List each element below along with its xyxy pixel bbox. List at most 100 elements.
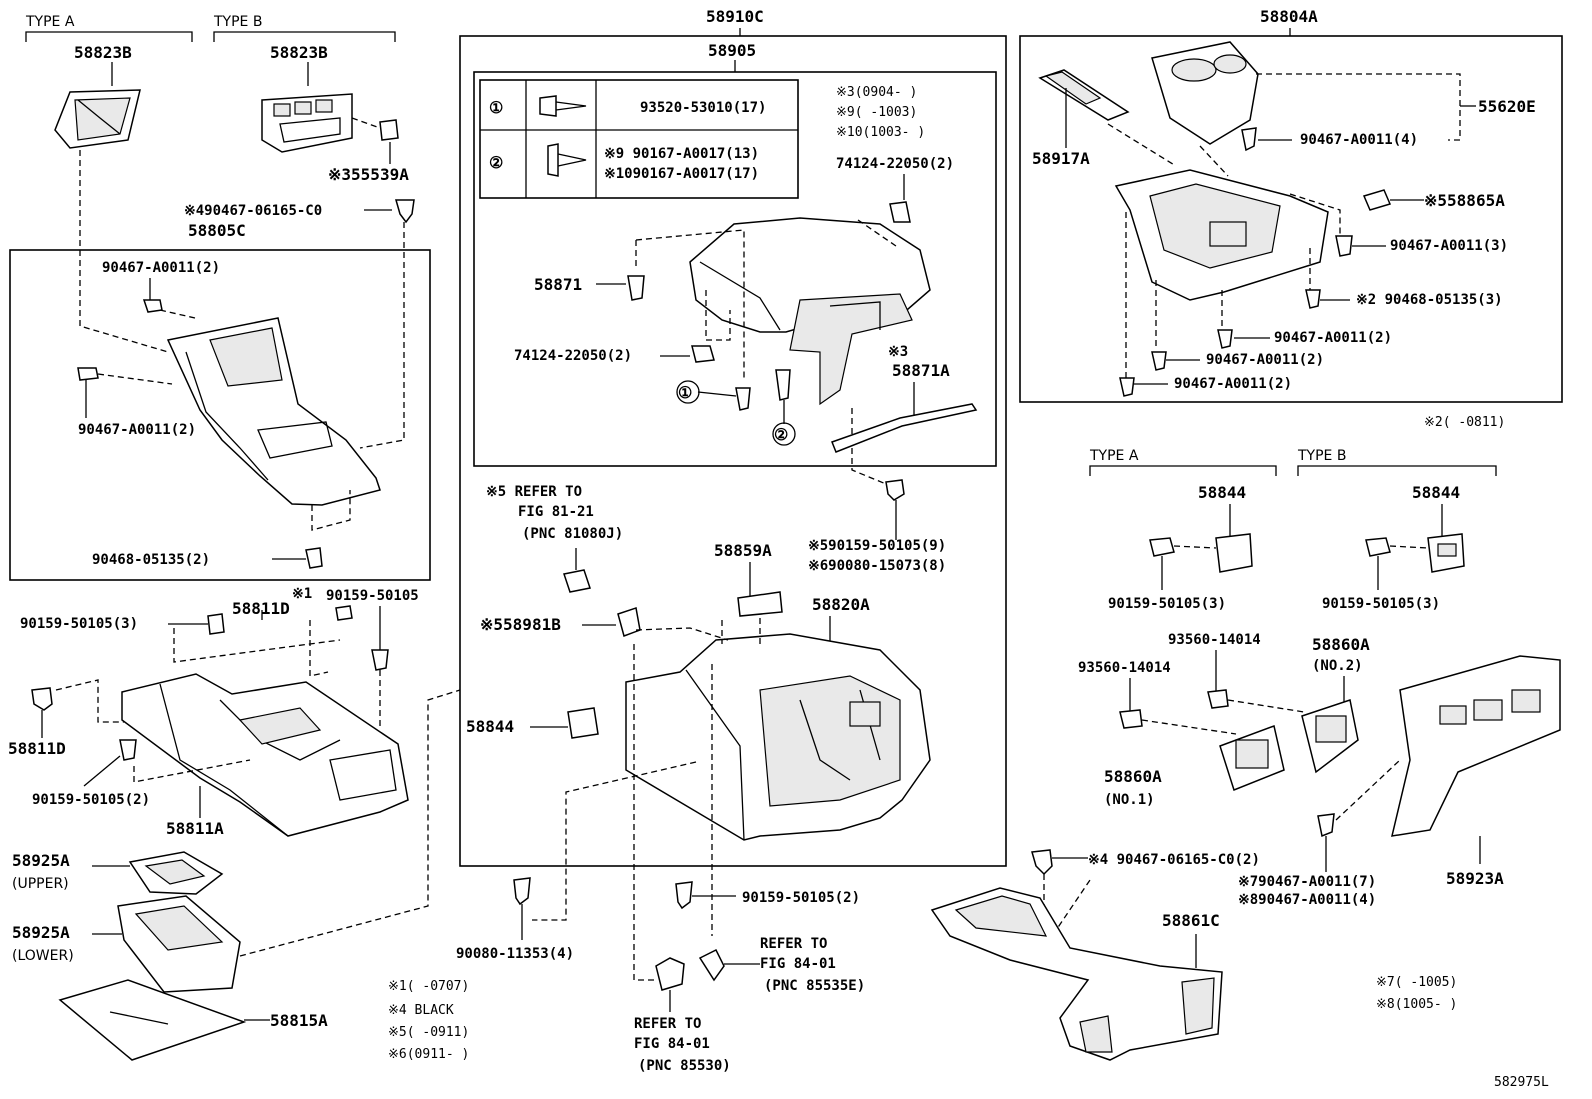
part-90467-A0011-3[interactable]: 90467-A0011(3): [1390, 238, 1508, 254]
part-90080-11353-4[interactable]: 90080-11353(4): [456, 946, 574, 962]
note-5-fig: FIG 81-21: [518, 504, 594, 520]
part-58820A[interactable]: 58820A: [812, 595, 870, 614]
footnote-7: ※7( -1005): [1376, 975, 1457, 990]
footnote-6: ※6(0911- ): [388, 1047, 469, 1062]
part-58805C[interactable]: 58805C: [188, 221, 246, 240]
part-90080-15073-8[interactable]: ※690080-15073(8): [808, 558, 946, 574]
part-90467-A0011-2-d[interactable]: 90467-A0011(2): [1206, 352, 1324, 368]
mat-58815A-drawing: [58, 979, 247, 1061]
part-90159-50105-2-left[interactable]: 90159-50105(2): [32, 792, 150, 808]
part-58910C[interactable]: 58910C: [706, 7, 764, 26]
part-93520-53010[interactable]: 93520-53010(17): [640, 100, 766, 116]
part-90467-A0011-7[interactable]: ※790467-A0011(7): [1238, 874, 1376, 890]
armrest-lid-drawing: [689, 217, 931, 406]
part-58844-center[interactable]: 58844: [466, 717, 514, 736]
part-90159-50105-9[interactable]: ※590159-50105(9): [808, 538, 946, 554]
part-90167-A0017-13[interactable]: ※9 90167-A0017(13): [604, 146, 759, 162]
part-58844-type-b[interactable]: 58844: [1412, 483, 1460, 502]
box-58805C: [9, 249, 431, 581]
part-93560-14014-a[interactable]: 93560-14014: [1168, 632, 1261, 648]
panel-58923A-drawing: [1391, 655, 1561, 837]
part-58923A[interactable]: 58923A: [1446, 869, 1504, 888]
part-58861C[interactable]: 58861C: [1162, 911, 1220, 930]
part-90159-50105-3-left[interactable]: 90159-50105(3): [20, 616, 138, 632]
part-58811A[interactable]: 58811A: [166, 819, 224, 838]
part-58860A-no2-note[interactable]: (NO.2): [1312, 658, 1363, 674]
part-58925A-upper-note[interactable]: (UPPER): [12, 876, 69, 892]
ref-84-01-b-refer: REFER TO: [634, 1016, 701, 1032]
part-90167-A0017-17[interactable]: ※1090167-A0017(17): [604, 166, 759, 182]
part-58811D-left[interactable]: 58811D: [8, 739, 66, 758]
footnote-8: ※8(1005- ): [1376, 997, 1457, 1012]
part-58981B[interactable]: ※558981B: [480, 615, 561, 634]
type-a-label-top: TYPE A: [25, 14, 75, 30]
part-90467-A0011-2-e[interactable]: 90467-A0011(2): [1174, 376, 1292, 392]
part-74124-22050-top[interactable]: 74124-22050(2): [836, 156, 954, 172]
part-58860A-no2[interactable]: 58860A: [1312, 635, 1370, 654]
cup-holder-55620E-drawing: [1151, 41, 1259, 145]
ref-84-01-a-refer: REFER TO: [760, 936, 827, 952]
note-9-1003: ※9( -1003): [836, 105, 917, 120]
part-58823B-type-b[interactable]: 58823B: [270, 43, 328, 62]
clip-55539A-drawing: [379, 119, 399, 141]
part-90467-A0011-2-c[interactable]: 90467-A0011(2): [1274, 330, 1392, 346]
part-58844-type-a[interactable]: 58844: [1198, 483, 1246, 502]
part-90467-A0011-4[interactable]: 90467-A0011(4): [1300, 132, 1418, 148]
part-58905[interactable]: 58905: [708, 41, 756, 60]
console-box-58820A-drawing: [625, 633, 931, 841]
box-58905: [473, 71, 997, 467]
screw-59-drawing: [885, 479, 905, 501]
vent-no2-drawing: [1301, 699, 1359, 774]
box-58910C: [459, 35, 1007, 867]
footnote-5: ※5( -0911): [388, 1025, 469, 1040]
part-58860A-no1[interactable]: 58860A: [1104, 767, 1162, 786]
part-58925A-lower[interactable]: 58925A: [12, 923, 70, 942]
callout-2-label: ②: [774, 425, 788, 444]
screw-table: [479, 79, 799, 199]
type-b-bracket-top: [213, 31, 396, 42]
ref-84-01-a-fig: FIG 84-01: [760, 956, 836, 972]
part-58871[interactable]: 58871: [534, 275, 582, 294]
part-90468-05135-3[interactable]: ※2 90468-05135(3): [1356, 292, 1503, 308]
box-58804A: [1019, 35, 1563, 403]
part-90159-50105-2-center[interactable]: 90159-50105(2): [742, 890, 860, 906]
callout-1-label: ①: [678, 383, 692, 402]
shift-bezel-drawing: [1114, 169, 1329, 301]
part-90467-A0011-2-b[interactable]: 90467-A0011(2): [78, 422, 196, 438]
part-90467-A0011-4-b[interactable]: ※890467-A0011(4): [1238, 892, 1376, 908]
type-b-label-top: TYPE B: [213, 14, 262, 30]
part-58925A-lower-note[interactable]: (LOWER): [12, 948, 74, 964]
type-b-label-right: TYPE B: [1297, 448, 1346, 464]
note-2-0811: ※2( -0811): [1424, 415, 1505, 430]
part-90467-06165-C0-top[interactable]: ※490467-06165-C0: [184, 203, 322, 219]
type-b-bracket-right: [1297, 465, 1497, 476]
part-55620E[interactable]: 55620E: [1478, 97, 1536, 116]
note-1-mark[interactable]: ※1: [292, 586, 312, 602]
part-58804A[interactable]: 58804A: [1260, 7, 1318, 26]
part-58860A-no1-note[interactable]: (NO.1): [1104, 792, 1155, 808]
part-93560-14014-b[interactable]: 93560-14014: [1078, 660, 1171, 676]
part-58917A[interactable]: 58917A: [1032, 149, 1090, 168]
part-90159-50105-top[interactable]: 90159-50105: [326, 588, 419, 604]
part-58865A[interactable]: ※558865A: [1424, 191, 1505, 210]
part-58871A[interactable]: 58871A: [892, 361, 950, 380]
part-90467-06165-C0-2[interactable]: ※4 90467-06165-C0(2): [1088, 852, 1260, 868]
ref-84-01-b-fig: FIG 84-01: [634, 1036, 710, 1052]
console-box-58811A-drawing: [121, 673, 409, 837]
part-55539A[interactable]: ※355539A: [328, 165, 409, 184]
footnote-4: ※4 BLACK: [388, 1003, 454, 1018]
part-58859A[interactable]: 58859A: [714, 541, 772, 560]
part-74124-22050-left[interactable]: 74124-22050(2): [514, 348, 632, 364]
part-58815A[interactable]: 58815A: [270, 1011, 328, 1030]
part-90159-50105-3-type-a[interactable]: 90159-50105(3): [1108, 596, 1226, 612]
part-58811D-top[interactable]: 58811D: [232, 599, 290, 618]
figure-id: 582975L: [1494, 1075, 1549, 1090]
part-90159-50105-3-type-b[interactable]: 90159-50105(3): [1322, 596, 1440, 612]
part-58925A-upper[interactable]: 58925A: [12, 851, 70, 870]
part-58823B-type-a[interactable]: 58823B: [74, 43, 132, 62]
clip-top-drawing: [395, 199, 415, 224]
duct-58861C-drawing: [930, 887, 1223, 1061]
part-90467-A0011-2-a[interactable]: 90467-A0011(2): [102, 260, 220, 276]
part-90468-05135-2[interactable]: 90468-05135(2): [92, 552, 210, 568]
note-3-0904: ※3(0904- ): [836, 85, 917, 100]
